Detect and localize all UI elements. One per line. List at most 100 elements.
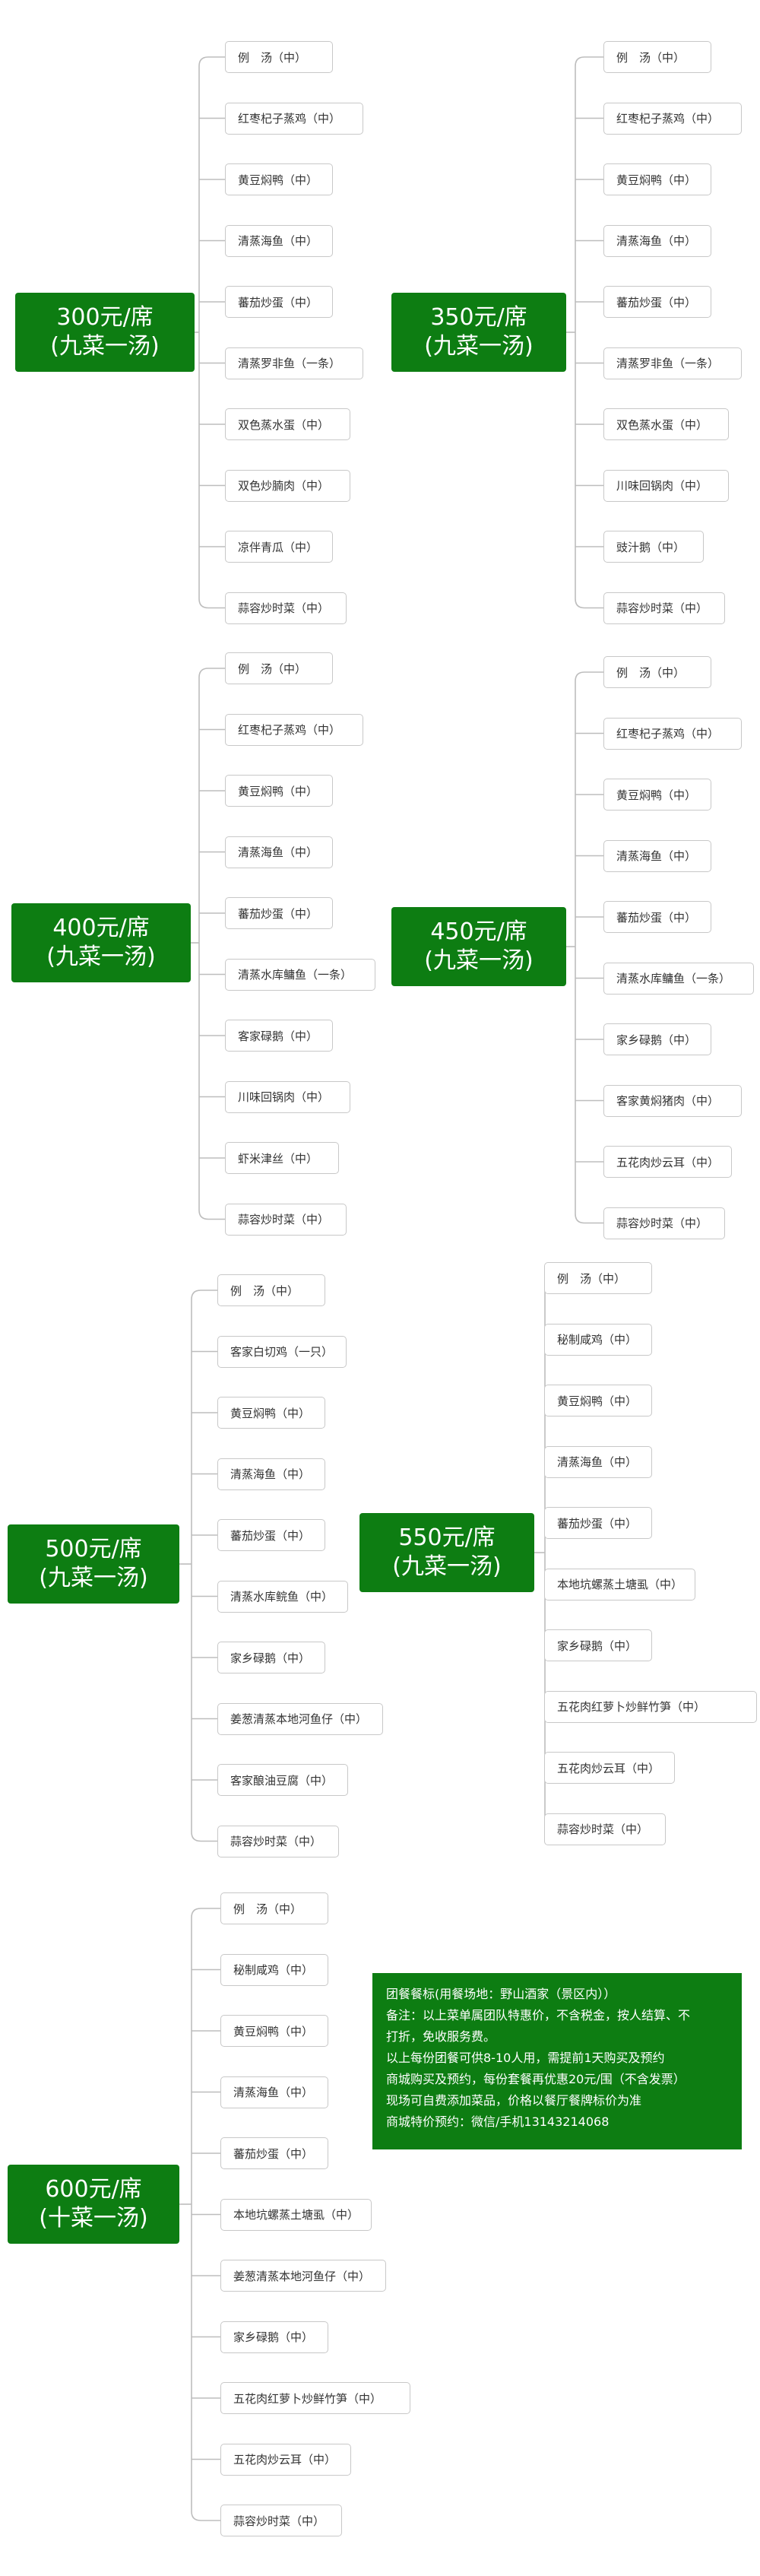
menu-item: 蕃茄炒蛋（中） xyxy=(603,901,711,933)
menu-item: 黄豆焖鸭（中） xyxy=(217,1397,325,1429)
menu-root-6: 550元/席(九菜一汤) xyxy=(359,1513,534,1592)
connector-line xyxy=(575,671,585,1224)
menu-item: 家乡碌鹅（中） xyxy=(220,2321,328,2353)
menu-item: 黄豆焖鸭（中） xyxy=(603,779,711,811)
connector-line xyxy=(198,668,209,1220)
menu-item: 清蒸海鱼（中） xyxy=(544,1445,652,1478)
menu-item: 例 汤（中） xyxy=(544,1262,652,1294)
connector-line xyxy=(191,1290,201,1842)
menu-root-5: 500元/席 (九菜一汤) xyxy=(8,1524,179,1604)
menu-item: 家乡碌鹅（中） xyxy=(603,1023,711,1055)
menu-item: 黄豆焖鸭（中） xyxy=(220,2015,328,2047)
group-meal-note: 团餐餐标(用餐场地：野山酒家（景区内）） 备注：以上菜单属团队特惠价，不含税金，… xyxy=(372,1973,742,2149)
note-line: 现场可自费添加菜品，价格以餐厅餐牌标价为准 xyxy=(386,2093,642,2108)
menu-item: 客家黄焖猪肉（中） xyxy=(603,1084,742,1117)
menu-item: 蒜容炒时菜（中） xyxy=(220,2505,342,2536)
menu-root-7: 600元/席(十菜一汤) xyxy=(8,2165,179,2244)
menu-item: 秘制咸鸡（中） xyxy=(544,1323,652,1356)
menu-item: 清蒸海鱼（中） xyxy=(225,224,333,257)
menu-item: 川味回锅肉（中） xyxy=(603,469,729,502)
menu-item: 客家酿油豆腐（中） xyxy=(217,1764,348,1796)
menu-item: 家乡碌鹅（中） xyxy=(217,1642,325,1673)
menu-item: 黄豆焖鸭（中） xyxy=(225,775,333,807)
menu-item: 五花肉炒云耳（中） xyxy=(220,2443,351,2476)
menu-item: 清蒸海鱼（中） xyxy=(603,224,711,257)
menu-item: 双色炒腩肉（中） xyxy=(225,469,350,502)
menu-price: 400元/席 xyxy=(52,915,150,941)
menu-item: 蒜容炒时菜（中） xyxy=(225,592,347,624)
connector-line xyxy=(198,56,209,609)
menu-item: 五花肉炒云耳（中） xyxy=(544,1752,675,1784)
menu-price: 600元/席 xyxy=(45,2176,142,2203)
menu-item: 黄豆焖鸭（中） xyxy=(603,163,711,195)
menu-item: 家乡碌鹅（中） xyxy=(544,1629,652,1661)
menu-item: 清蒸水库鲩鱼（中） xyxy=(217,1580,348,1613)
menu-item: 清蒸罗非鱼（一条） xyxy=(603,347,742,379)
menu-item: 蕃茄炒蛋（中） xyxy=(603,286,711,318)
menu-item: 本地坑螺蒸土塘虱（中） xyxy=(220,2198,372,2231)
menu-item: 五花肉红萝卜炒鲜竹笋（中） xyxy=(220,2382,410,2414)
menu-course-count: (九菜一汤) xyxy=(46,944,156,970)
note-line: 团餐餐标(用餐场地：野山酒家（景区内）） xyxy=(386,1987,616,2001)
menu-item: 双色蒸水蛋（中） xyxy=(225,408,350,440)
connector-line xyxy=(544,1277,555,1830)
menu-price: 300元/席 xyxy=(56,304,154,331)
menu-item: 蒜容炒时菜（中） xyxy=(217,1825,339,1857)
menu-item: 蕃茄炒蛋（中） xyxy=(544,1507,652,1539)
note-line: 以上每份团餐可供8-10人用，需提前1天购买及预约 xyxy=(386,2051,665,2065)
menu-item: 清蒸水库鳙鱼（一条） xyxy=(603,962,754,995)
menu-item: 例 汤（中） xyxy=(603,41,711,73)
menu-item: 清蒸海鱼（中） xyxy=(603,839,711,872)
menu-item: 客家碌鹅（中） xyxy=(225,1020,333,1052)
menu-item: 红枣杞子蒸鸡（中） xyxy=(225,713,363,746)
menu-item: 红枣杞子蒸鸡（中） xyxy=(603,717,742,750)
menu-item: 虾米津丝（中） xyxy=(225,1142,339,1174)
menu-course-count: (十菜一汤) xyxy=(39,2205,148,2232)
menu-item: 本地坑螺蒸土塘虱（中） xyxy=(544,1568,696,1600)
menu-item: 清蒸罗非鱼（一条） xyxy=(225,347,363,379)
menu-item: 蒜容炒时菜（中） xyxy=(544,1813,666,1845)
menu-price: 350元/席 xyxy=(430,304,527,331)
menu-item: 黄豆焖鸭（中） xyxy=(544,1385,652,1416)
menu-price: 500元/席 xyxy=(45,1536,142,1562)
menu-item: 豉汁鹅（中） xyxy=(603,531,704,563)
menu-item: 姜葱清蒸本地河鱼仔（中） xyxy=(217,1702,383,1735)
menu-root-1: 300元/席(九菜一汤) xyxy=(15,293,195,372)
menu-item: 蒜容炒时菜（中） xyxy=(603,1207,725,1239)
menu-course-count: (九菜一汤) xyxy=(424,333,534,360)
menu-price: 450元/席 xyxy=(430,918,527,945)
menu-item: 例 汤（中） xyxy=(225,652,333,684)
menu-item: 例 汤（中） xyxy=(217,1274,325,1306)
note-line: 商城特价预约：微信/手机13143214068 xyxy=(386,2114,610,2129)
menu-course-count: (九菜一汤) xyxy=(50,333,160,360)
menu-root-4: 450元/席(九菜一汤) xyxy=(391,907,566,986)
menu-item: 例 汤（中） xyxy=(603,656,711,688)
menu-item: 黄豆焖鸭（中） xyxy=(225,163,333,195)
menu-item: 蕃茄炒蛋（中） xyxy=(225,286,333,318)
menu-item: 清蒸海鱼（中） xyxy=(225,836,333,868)
menu-item: 川味回锅肉（中） xyxy=(225,1080,350,1113)
menu-course-count: (九菜一汤) xyxy=(392,1553,502,1580)
menu-item: 清蒸水库鳙鱼（一条） xyxy=(225,958,375,991)
menu-item: 双色蒸水蛋（中） xyxy=(603,408,729,440)
menu-price: 550元/席 xyxy=(398,1524,496,1551)
note-line: 打折，免收服务费。 xyxy=(386,2029,496,2044)
menu-item: 蕃茄炒蛋（中） xyxy=(225,897,333,929)
menu-item: 红枣杞子蒸鸡（中） xyxy=(603,102,742,135)
menu-item: 客家白切鸡（一只） xyxy=(217,1335,347,1368)
menu-item: 例 汤（中） xyxy=(220,1892,328,1924)
connector-line xyxy=(575,56,585,609)
menu-item: 凉伴青瓜（中） xyxy=(225,531,333,563)
menu-root-3: 400元/席 (九菜一汤) xyxy=(11,903,191,982)
note-line: 备注：以上菜单属团队特惠价，不含税金，按人结算、不 xyxy=(386,2008,691,2022)
menu-course-count: (九菜一汤) xyxy=(39,1565,148,1591)
menu-item: 红枣杞子蒸鸡（中） xyxy=(225,102,363,135)
menu-item: 蕃茄炒蛋（中） xyxy=(220,2137,328,2169)
menu-item: 五花肉炒云耳（中） xyxy=(603,1146,733,1178)
menu-item: 清蒸海鱼（中） xyxy=(220,2076,328,2108)
menu-course-count: (九菜一汤) xyxy=(424,947,534,974)
menu-item: 蕃茄炒蛋（中） xyxy=(217,1519,325,1551)
menu-root-2: 350元/席(九菜一汤) xyxy=(391,293,566,372)
menu-item: 五花肉红萝卜炒鲜竹笋（中） xyxy=(544,1690,757,1723)
